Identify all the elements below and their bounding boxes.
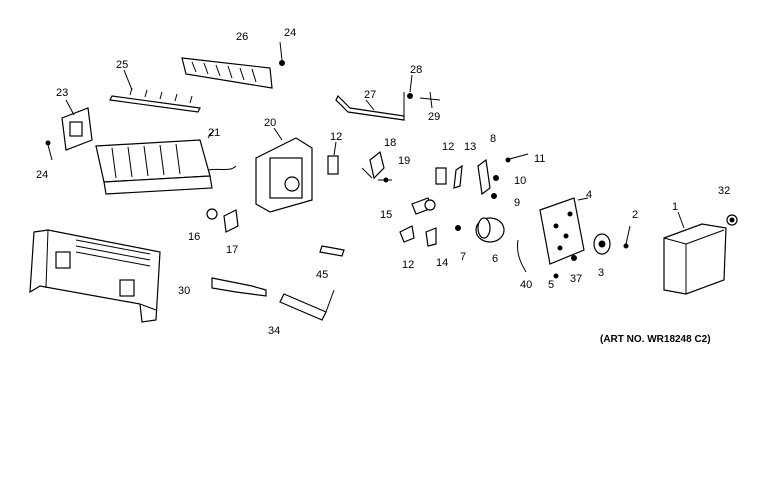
label-12-a: 12 xyxy=(330,131,342,143)
label-32: 32 xyxy=(718,185,730,197)
label-25: 25 xyxy=(116,59,128,71)
part-14-cam xyxy=(425,227,437,247)
label-24-left: 24 xyxy=(36,169,48,181)
part-12-switch xyxy=(327,155,339,175)
label-40: 40 xyxy=(520,279,532,291)
part-18-lever xyxy=(369,150,385,180)
label-24-top: 24 xyxy=(284,27,296,39)
part-12-switch-b xyxy=(435,167,447,185)
label-9: 9 xyxy=(514,197,520,209)
label-15: 15 xyxy=(380,209,392,221)
label-8: 8 xyxy=(490,133,496,145)
label-2: 2 xyxy=(632,209,638,221)
label-17: 17 xyxy=(226,244,238,256)
part-1-cover xyxy=(663,223,727,295)
part-26-stripper xyxy=(181,57,273,89)
part-3-gear xyxy=(593,233,611,255)
part-16-nut xyxy=(206,208,218,220)
label-18: 18 xyxy=(384,137,396,149)
part-45-harness xyxy=(319,245,345,257)
part-27-arm xyxy=(335,92,405,121)
part-13-link xyxy=(453,164,463,189)
part-40-spring xyxy=(517,239,527,273)
label-23: 23 xyxy=(56,87,68,99)
label-27: 27 xyxy=(364,89,376,101)
label-3: 3 xyxy=(598,267,604,279)
part-25-ejector xyxy=(109,87,201,113)
label-6: 6 xyxy=(492,253,498,265)
label-11: 11 xyxy=(534,153,545,165)
label-14: 14 xyxy=(436,257,448,269)
label-19: 19 xyxy=(398,155,410,167)
label-10: 10 xyxy=(514,175,526,187)
label-13: 13 xyxy=(464,141,476,153)
part-17-clip xyxy=(223,209,239,233)
part-30-housing xyxy=(29,229,161,323)
part-34-tube xyxy=(211,277,267,297)
label-26: 26 xyxy=(236,31,248,43)
part-23-bracket xyxy=(61,107,93,151)
part-21-mold xyxy=(95,139,237,195)
art-number: (ART NO. WR18248 C2) xyxy=(600,334,711,345)
part-34-heater xyxy=(279,293,327,321)
part-4-plate xyxy=(539,197,585,265)
label-30: 30 xyxy=(178,285,190,297)
label-1: 1 xyxy=(672,201,678,213)
label-37: 37 xyxy=(570,273,582,285)
label-16: 16 xyxy=(188,231,200,243)
label-34: 34 xyxy=(268,325,280,337)
label-29: 29 xyxy=(428,111,440,123)
part-20-support xyxy=(255,137,313,213)
label-12-c: 12 xyxy=(402,259,414,271)
part-8-plate xyxy=(477,158,491,196)
label-7: 7 xyxy=(460,251,466,263)
part-12-switch-c xyxy=(399,225,415,243)
part-6-motor xyxy=(475,217,505,243)
label-20: 20 xyxy=(264,117,276,129)
label-28: 28 xyxy=(410,64,422,76)
label-12-b: 12 xyxy=(442,141,454,153)
label-4: 4 xyxy=(586,189,592,201)
label-45: 45 xyxy=(316,269,328,281)
label-21: 21 xyxy=(208,127,220,139)
label-5: 5 xyxy=(548,279,554,291)
